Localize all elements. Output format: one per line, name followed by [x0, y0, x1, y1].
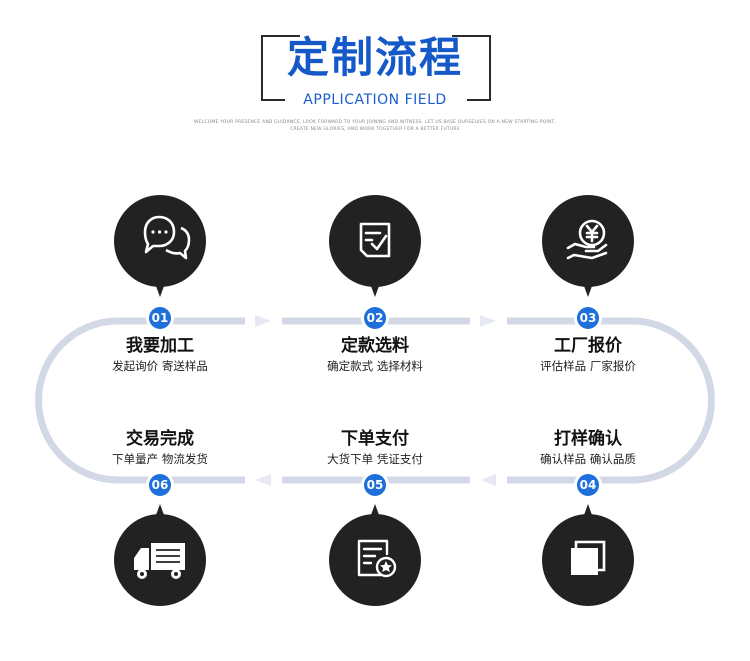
step-03-subtitle: 评估样品 厂家报价	[540, 359, 636, 373]
page-title: 定制流程	[286, 33, 463, 82]
step-05-title: 下单支付	[341, 429, 409, 449]
step-06-number: 06	[151, 478, 169, 492]
step-01-subtitle: 发起询价 寄送样品	[112, 359, 208, 373]
arrow-left-2	[480, 474, 496, 486]
step-04-subtitle: 确认样品 确认品质	[540, 452, 636, 466]
step-05-node	[329, 471, 421, 606]
arrow-right-2	[480, 315, 496, 327]
stacked-squares-icon	[571, 540, 606, 575]
truck-icon	[134, 543, 185, 579]
flow-arrows	[255, 315, 496, 486]
step-06-node	[114, 471, 206, 606]
step-03-number: 03	[579, 311, 597, 325]
step-05-subtitle: 大货下单 凭证支付	[327, 452, 423, 466]
step-05-number: 05	[366, 478, 384, 492]
step-02-number: 02	[366, 311, 384, 325]
title-frame	[261, 35, 491, 101]
tagline-line-1: WELCOME YOUR PRESENCE AND GUIDANCE, LOOK…	[193, 120, 557, 125]
step-04-number: 04	[579, 478, 597, 492]
step-01-node	[114, 195, 206, 332]
step-01-number: 01	[151, 311, 169, 325]
step-06-subtitle: 下单量产 物流发货	[112, 452, 208, 466]
tagline-line-2: CREATE NEW GLORIES, AND WORK TOGETHER FO…	[290, 127, 460, 132]
step-01-title: 我要加工	[126, 336, 194, 356]
step-03-node	[542, 195, 634, 332]
step-03-title: 工厂报价	[554, 336, 622, 356]
step-06-title: 交易完成	[126, 429, 194, 449]
chat-bubbles-icon	[143, 215, 191, 260]
arrow-right-1	[255, 315, 271, 327]
arrow-left-1	[255, 474, 271, 486]
step-04-node	[542, 471, 634, 606]
yuan-hand-icon	[566, 219, 608, 260]
certificate-icon	[357, 539, 397, 578]
step-02-node	[329, 195, 421, 332]
page-subtitle: APPLICATION FIELD	[303, 92, 447, 108]
loop-track	[35, 317, 715, 484]
checklist-icon	[359, 222, 391, 258]
step-02-title: 定款选料	[341, 336, 409, 356]
step-02-subtitle: 确定款式 选择材料	[327, 359, 423, 373]
step-04-title: 打样确认	[554, 429, 622, 449]
